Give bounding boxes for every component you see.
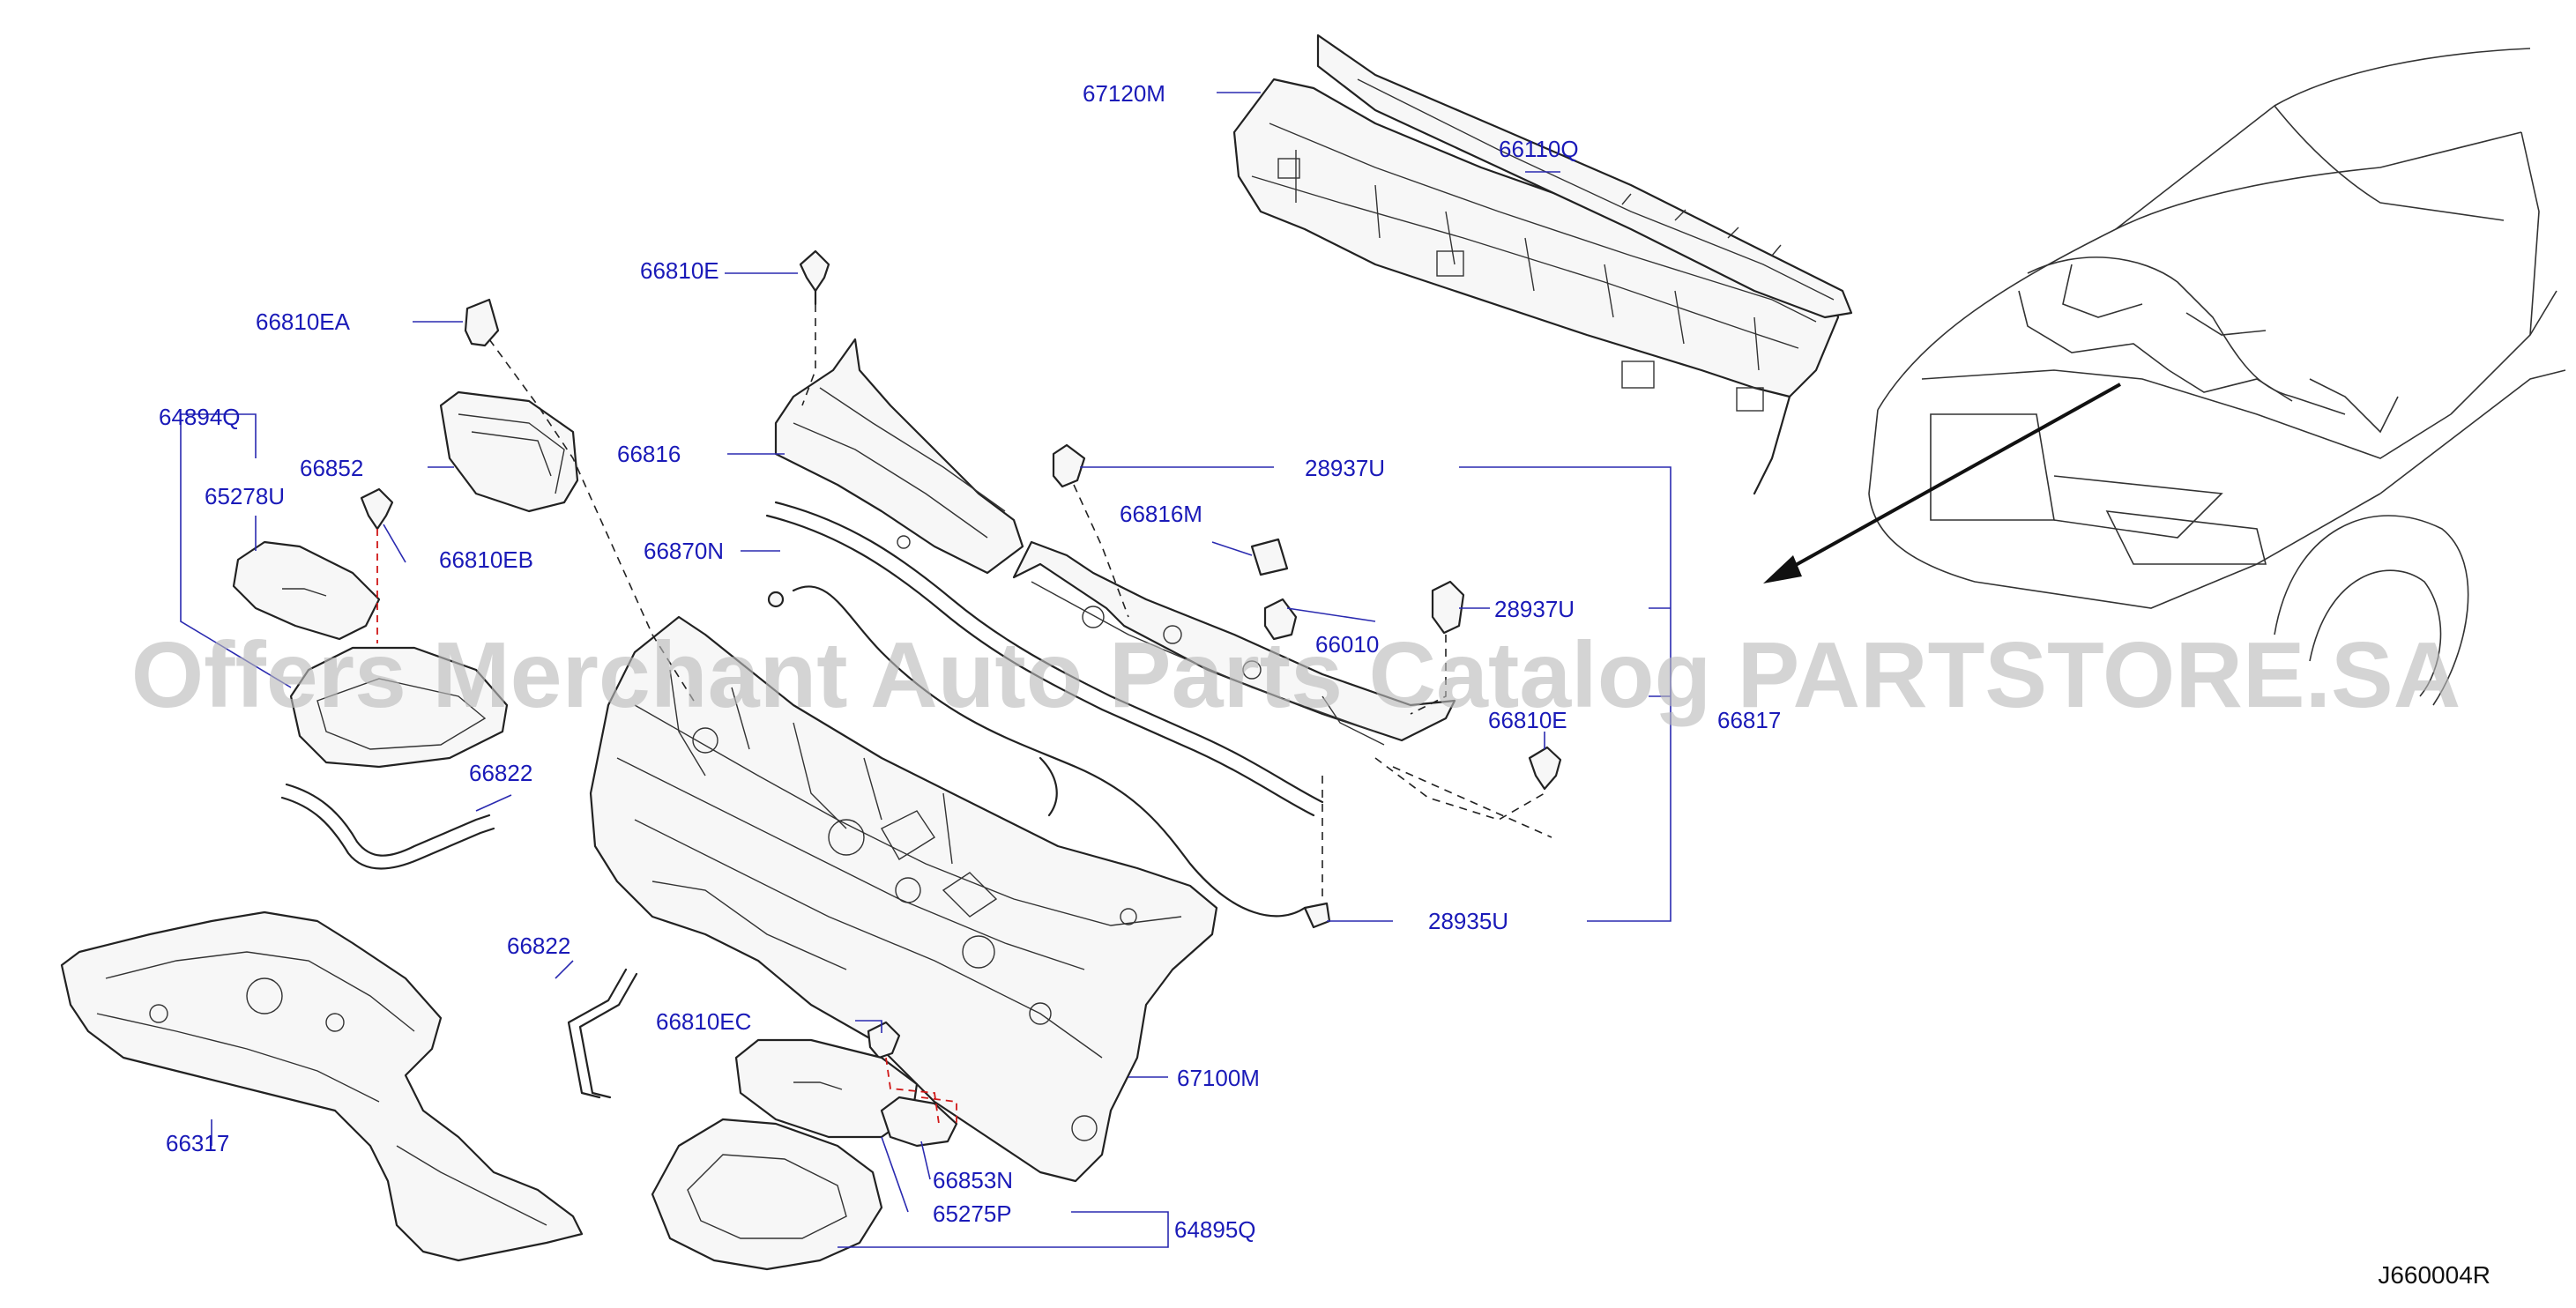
label-65278u: 65278U: [205, 483, 285, 509]
clip-66810e-top: [799, 249, 830, 306]
bracket-66852: [439, 390, 579, 513]
washer-hose-66870n: [765, 501, 1324, 817]
cowl-seal-66816m: [1012, 540, 1456, 746]
bracket-66853n: [880, 1096, 958, 1148]
nozzle-28937u-right: [1431, 580, 1465, 635]
cowl-top-seal-66110q: [1316, 33, 1853, 319]
label-66010: 66010: [1315, 631, 1379, 658]
label-66816: 66816: [617, 441, 681, 467]
vehicle-overview-illustration: [1763, 48, 2566, 706]
dash-panel-67100m: [589, 615, 1218, 1183]
label-66822-upper: 66822: [469, 760, 532, 786]
cowl-top-assembly-67120m: [1232, 78, 1840, 495]
label-66817: 66817: [1717, 707, 1781, 733]
grommet-66816m: [1250, 538, 1289, 576]
part-labels: 67120M 66110Q 66810E 66810EA 64894Q 6685…: [159, 80, 1781, 1243]
label-66852: 66852: [300, 455, 363, 481]
label-28937u-top: 28937U: [1305, 455, 1385, 481]
cover-65278u: [232, 540, 381, 641]
label-65275p: 65275P: [933, 1200, 1012, 1227]
label-66853n: 66853N: [933, 1167, 1013, 1193]
label-67120m: 67120M: [1083, 80, 1165, 107]
label-66810ec: 66810EC: [656, 1008, 751, 1035]
label-64895q: 64895Q: [1174, 1216, 1256, 1243]
insulator-66317: [60, 910, 584, 1262]
label-66870n: 66870N: [644, 538, 724, 564]
label-28937u-right: 28937U: [1494, 596, 1575, 622]
clip-66810e-right: [1528, 746, 1562, 791]
bracket-64894q: [289, 646, 509, 769]
label-67100m: 67100M: [1177, 1065, 1260, 1091]
diagram-code: J660004R: [2378, 1261, 2490, 1289]
watermark-text: Offers Merchant Auto Parts Catalog PARTS…: [131, 623, 2461, 727]
assembly-dashed-lines: [376, 304, 1552, 1125]
label-66810e-right: 66810E: [1488, 707, 1567, 733]
leader-lines: [180, 92, 1671, 1248]
label-66822-lower: 66822: [507, 933, 570, 959]
seal-66822-upper: [280, 783, 495, 870]
bracket-64895q: [651, 1118, 883, 1271]
seal-66822-lower: [567, 968, 638, 1099]
nozzle-28937u-top: [1052, 443, 1086, 488]
label-66816m: 66816M: [1120, 501, 1202, 527]
label-66810eb: 66810EB: [439, 546, 533, 573]
cowl-top-extension-66816: [774, 338, 1024, 575]
clip-66810eb: [360, 487, 394, 531]
label-66810e-top: 66810E: [640, 257, 719, 284]
label-66110q: 66110Q: [1499, 136, 1579, 162]
label-28935u: 28935U: [1428, 908, 1508, 934]
clip-66810ec: [867, 1021, 901, 1059]
clip-66810ea: [464, 298, 500, 347]
label-66810ea: 66810EA: [256, 308, 351, 335]
nozzle-66010: [1263, 598, 1298, 641]
label-66317: 66317: [166, 1130, 229, 1156]
label-64894q: 64894Q: [159, 404, 241, 430]
